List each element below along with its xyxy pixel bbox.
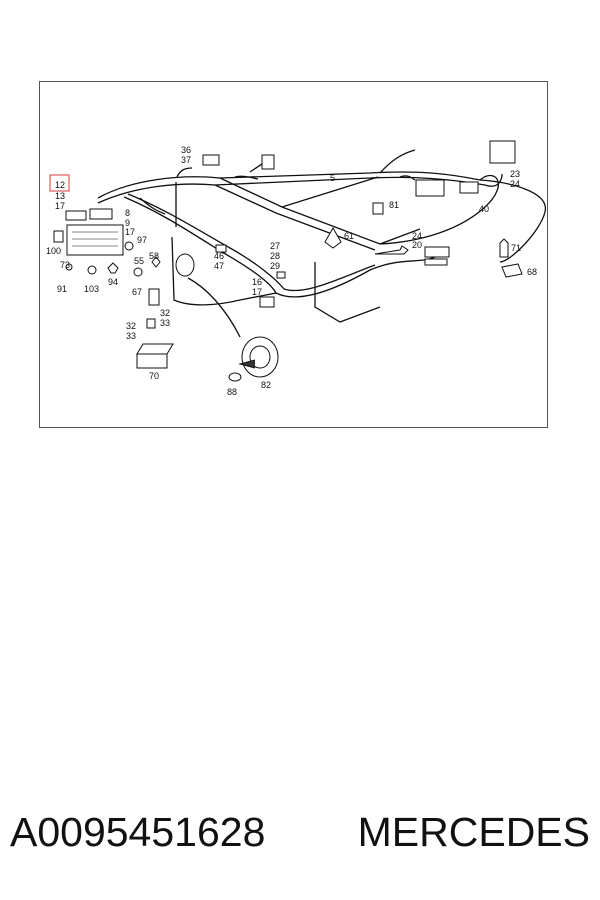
callout-5: 5 <box>330 173 335 183</box>
callout-23: 23 <box>510 169 520 179</box>
sensor-61 <box>324 226 342 249</box>
callout-8: 8 <box>125 208 130 218</box>
parts-diagram-frame: 12 13 17 36 37 5 23 24 40 81 61 24 20 71… <box>39 81 548 428</box>
control-box-70-body <box>136 353 168 369</box>
key-switch <box>374 245 409 255</box>
callout-16: 16 <box>252 277 262 287</box>
horn-cover-46 <box>175 253 195 277</box>
connector-36 <box>202 154 220 166</box>
part-number: A0095451628 <box>10 808 266 855</box>
relay-12 <box>65 210 87 221</box>
callout-103: 103 <box>84 284 99 294</box>
callout-32b: 32 <box>126 321 136 331</box>
connector-8 <box>89 208 113 220</box>
callout-58: 58 <box>149 251 159 261</box>
module-box <box>415 179 445 197</box>
connector-81 <box>372 202 384 215</box>
bracket-20 <box>424 258 448 266</box>
relay-16 <box>259 296 275 308</box>
control-box-70 <box>136 343 174 355</box>
callout-82: 82 <box>261 380 271 390</box>
screw-55 <box>133 267 143 277</box>
callout-70: 70 <box>149 371 159 381</box>
clip-73 <box>65 263 73 271</box>
callout-88: 88 <box>227 387 237 397</box>
relay-23 <box>489 140 516 164</box>
plug-27 <box>276 271 286 279</box>
callout-68: 68 <box>527 267 537 277</box>
bolt-71 <box>499 238 509 258</box>
callout-12: 12 <box>55 180 65 190</box>
clip-94 <box>107 262 119 274</box>
relay-24 <box>424 246 450 258</box>
callout-73: 73 <box>60 260 70 270</box>
wiring-harness-diagram: 12 13 17 36 37 5 23 24 40 81 61 24 20 71… <box>46 140 546 397</box>
callout-17b: 17 <box>125 227 135 237</box>
callout-36: 36 <box>181 145 191 155</box>
callout-33: 33 <box>160 318 170 328</box>
callout-67: 67 <box>132 287 142 297</box>
callout-9: 9 <box>125 218 130 228</box>
plug-103 <box>87 265 97 275</box>
control-unit-100 <box>66 224 124 256</box>
arrow-head <box>238 359 256 369</box>
callout-24b: 24 <box>412 231 422 241</box>
callout-29: 29 <box>270 261 280 271</box>
callout-17: 17 <box>55 201 65 211</box>
callout-24: 24 <box>510 179 520 189</box>
components <box>53 140 523 382</box>
callout-17c: 17 <box>252 287 262 297</box>
callout-47: 47 <box>214 261 224 271</box>
callout-37: 37 <box>181 155 191 165</box>
sensor-67 <box>148 288 160 306</box>
callout-81: 81 <box>389 200 399 210</box>
callout-27: 27 <box>270 241 280 251</box>
callout-labels: 12 13 17 36 37 5 23 24 40 81 61 24 20 71… <box>46 145 537 397</box>
highlight-box <box>49 174 70 192</box>
clip-68 <box>501 263 523 278</box>
callout-55: 55 <box>134 256 144 266</box>
callout-71: 71 <box>511 243 521 253</box>
callout-46: 46 <box>214 251 224 261</box>
bracket-58 <box>151 256 161 268</box>
part-caption: A0095451628 MERCEDES <box>10 802 590 862</box>
callout-100: 100 <box>46 246 61 256</box>
connector-100 <box>53 230 64 243</box>
callout-97: 97 <box>137 235 147 245</box>
callout-33b: 33 <box>126 331 136 341</box>
grommet-97 <box>124 241 134 251</box>
callout-28: 28 <box>270 251 280 261</box>
bolt-88 <box>228 372 242 382</box>
callout-91: 91 <box>57 284 67 294</box>
switch-5 <box>261 154 275 170</box>
main-harness <box>97 149 546 323</box>
arrow-to-horn <box>187 277 241 338</box>
connector-40 <box>459 181 479 194</box>
plug-46 <box>215 244 227 253</box>
callout-94: 94 <box>108 277 118 287</box>
connector-32 <box>146 318 156 329</box>
callout-20: 20 <box>412 240 422 250</box>
callout-40: 40 <box>479 204 489 214</box>
callout-61: 61 <box>344 231 354 241</box>
callout-32: 32 <box>160 308 170 318</box>
callout-13: 13 <box>55 191 65 201</box>
brand-name: MERCEDES <box>357 808 590 855</box>
